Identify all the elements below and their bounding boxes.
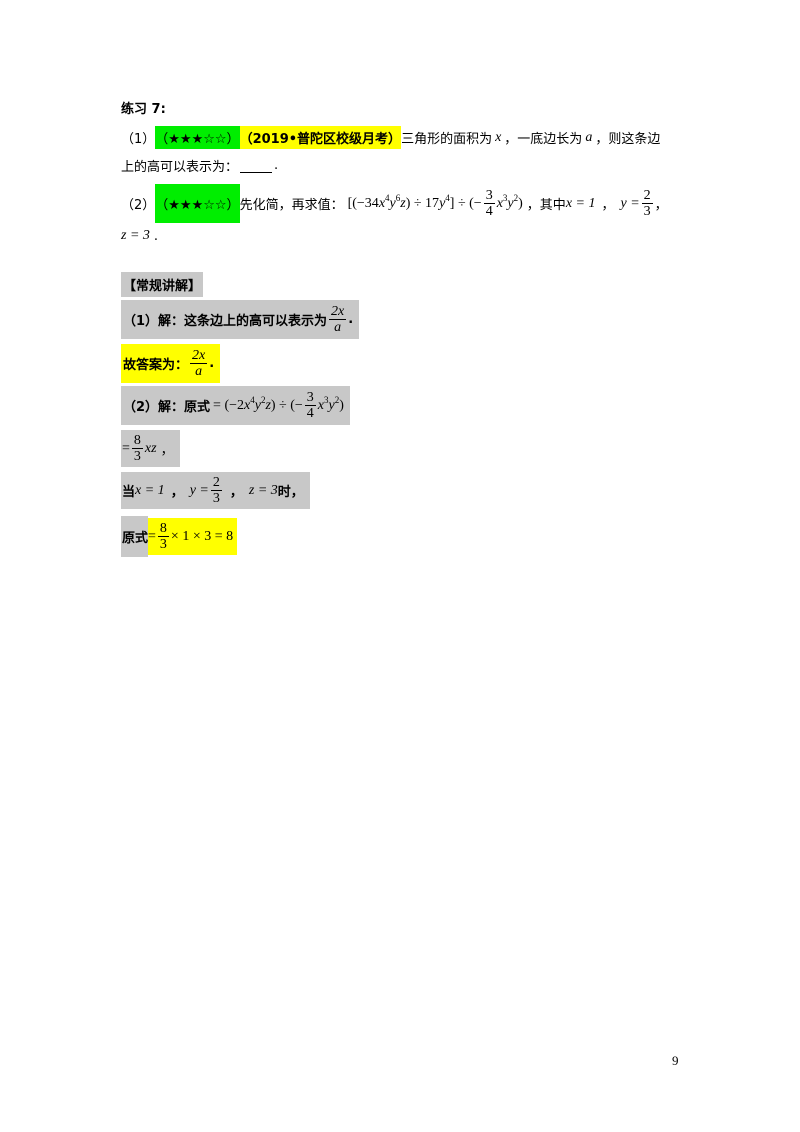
answer-label: 故答案为： — [123, 358, 189, 373]
question-2-line-1: （2） （★★★☆☆） 先化简，再求值： [(−34x4y6z) ÷ 17y4]… — [121, 184, 668, 223]
s5-result: = 8 3 × 1 × 3 = 8 — [148, 518, 238, 555]
q2-comma-1: ， — [601, 198, 615, 213]
q2-expression: [(−34x4y6z) ÷ 17y4] ÷ (− — [347, 192, 482, 211]
s4-y: y = — [189, 482, 209, 498]
s4-when: 当 — [122, 485, 136, 500]
q1-text-a: 三角形的面积为 — [401, 132, 493, 147]
s3-fraction: 8 3 — [131, 433, 143, 464]
s1-end: . — [348, 312, 354, 327]
q2-difficulty-stars: （★★★☆☆） — [155, 184, 240, 223]
s2-expression: = (−2x4y2z) ÷ (− — [213, 394, 303, 413]
s4-end: 时， — [277, 485, 304, 500]
s3-vars: xz — [144, 440, 157, 456]
q2-expression-tail: x3y2) — [496, 192, 523, 211]
solution-step-1: （1）解：这条边上的高可以表示为 2x a . — [121, 300, 360, 339]
s2-fraction: 3 4 — [304, 390, 316, 421]
q1-text-b: ，一底边长为 — [504, 132, 583, 147]
solution-step-5: 原式 = 8 3 × 1 × 3 = 8 — [121, 516, 238, 557]
s2-text: （2）解：原式 — [123, 400, 211, 415]
q2-cond-y: y = — [620, 195, 640, 211]
q2-text-a: 先化简，再求值： — [239, 198, 344, 213]
q2-fraction: 3 4 — [483, 188, 495, 219]
q1-var-a: a — [585, 129, 593, 145]
q2-comma-2: ， — [654, 198, 668, 213]
q2-cond-z: z = 3 — [121, 228, 150, 243]
s4-z: z = 3 — [248, 482, 278, 498]
solution-step-2: （2）解：原式 = (−2x4y2z) ÷ (− 3 4 x3y2) — [121, 386, 350, 425]
s4-fraction: 2 3 — [210, 475, 222, 506]
s5-text: 原式 — [121, 516, 149, 557]
question-2-line-2: z = 3 . — [121, 228, 158, 244]
q1-var-x: x — [495, 129, 502, 145]
s2-expression-tail: x3y2) — [317, 394, 344, 413]
question-1-line-1: （1） （★★★☆☆） （2019•普陀区校级月考） 三角形的面积为 x ，一底… — [121, 126, 660, 149]
answer-end: . — [209, 356, 215, 371]
solution-step-4: 当 x = 1 ， y = 2 3 ， z = 3 时， — [121, 472, 310, 509]
q1-text-c: ，则这条边 — [595, 132, 661, 147]
q2-cond-y-fraction: 2 3 — [641, 188, 653, 219]
s4-comma-2: ， — [229, 485, 243, 500]
s3-equals: = — [122, 440, 130, 456]
solution-step-3: = 8 3 xz ， — [121, 430, 180, 467]
page-number: 9 — [672, 1053, 679, 1068]
q2-index: （2） — [121, 198, 156, 213]
q2-text-b: ，其中 — [526, 198, 566, 213]
answer-blank — [240, 159, 273, 173]
s4-comma-1: ， — [170, 485, 184, 500]
s1-fraction: 2x a — [329, 304, 347, 335]
s3-end: ， — [160, 443, 174, 458]
solution-header: 【常规讲解】 — [121, 272, 204, 297]
q1-index: （1） — [121, 132, 156, 147]
q1-line2-end: . — [274, 158, 279, 173]
answer-fraction: 2x a — [190, 348, 208, 379]
question-1-line-2: 上的高可以表示为： . — [121, 156, 278, 175]
s1-text: （1）解：这条边上的高可以表示为 — [123, 314, 328, 329]
s4-x: x = 1 — [135, 482, 165, 498]
q2-end: . — [153, 228, 159, 244]
q2-cond-x: x = 1 — [565, 195, 596, 211]
q1-line2-text: 上的高可以表示为： — [121, 160, 239, 175]
exercise-title: 练习 7: — [121, 102, 166, 117]
q1-difficulty-stars: （★★★☆☆） — [155, 126, 240, 149]
q1-source-tag: （2019•普陀区校级月考） — [239, 126, 402, 149]
answer-line: 故答案为： 2x a . — [121, 344, 221, 383]
